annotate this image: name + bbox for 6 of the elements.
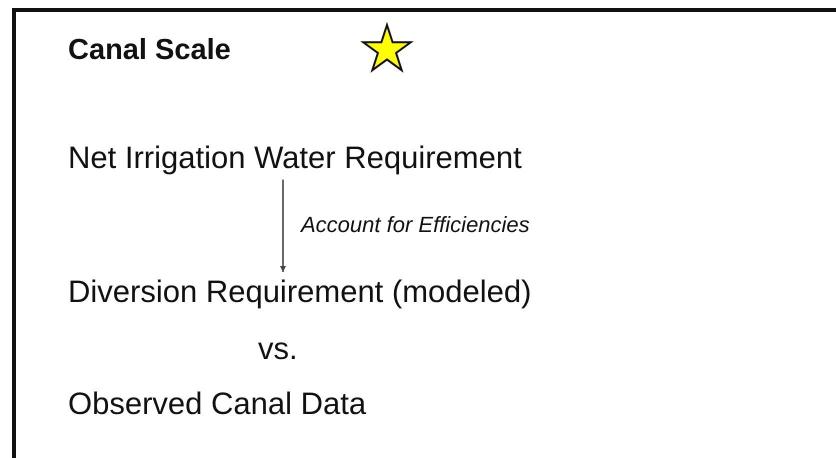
arrow xyxy=(280,180,286,272)
panel-heading: Canal Scale xyxy=(68,34,231,68)
comparison-text: vs. xyxy=(258,331,298,367)
data-source-text: Observed Canal Data xyxy=(68,386,366,422)
flow-step-text: Net Irrigation Water Requirement xyxy=(68,140,522,176)
flow-step-text: Diversion Requirement (modeled) xyxy=(68,274,532,310)
